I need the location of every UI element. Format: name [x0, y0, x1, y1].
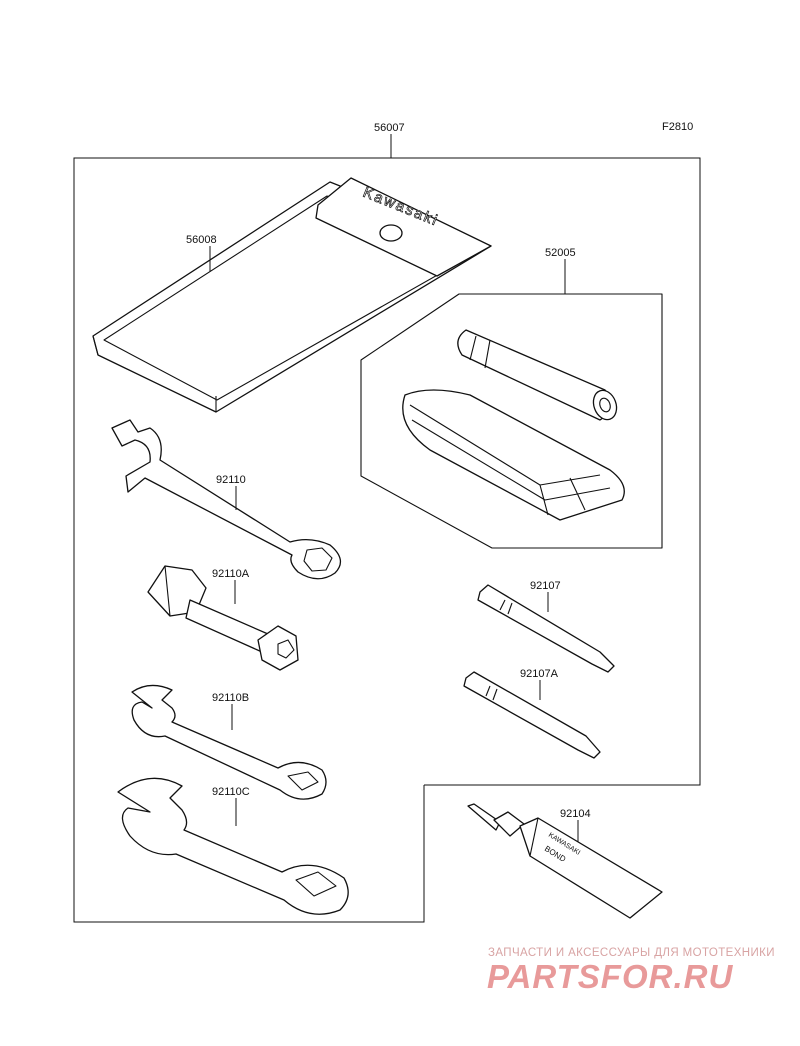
bond-tube-drawing: KAWASAKI BOND	[467, 803, 663, 919]
part-number-92104[interactable]: 92104	[560, 808, 591, 820]
screwdriver-92107a-drawing	[463, 671, 601, 759]
grease-tube-drawing	[457, 329, 618, 421]
part-number-92110[interactable]: 92110	[216, 474, 246, 486]
figure-code: F2810	[662, 121, 693, 133]
part-number-92107[interactable]: 92107	[530, 580, 561, 592]
part-number-52005[interactable]: 52005	[545, 247, 576, 259]
tool-case-drawing: Kawasaki	[92, 177, 492, 413]
part-number-56008[interactable]: 56008	[186, 234, 217, 246]
part-number-56007[interactable]: 56007	[374, 122, 405, 134]
watermark-logo: PARTSFOR.RU	[487, 958, 734, 995]
part-number-92110b[interactable]: 92110B	[212, 692, 249, 704]
part-number-92110c[interactable]: 92110C	[212, 786, 250, 798]
part-number-92110a[interactable]: 92110A	[212, 568, 250, 580]
spanner-92110-drawing	[111, 419, 342, 580]
spanner-92110b-drawing	[131, 684, 327, 800]
box-wrench-92110a-drawing	[147, 565, 299, 671]
tool-pouch-drawing	[402, 389, 625, 521]
part-number-92107a[interactable]: 92107A	[520, 668, 559, 680]
watermark-tagline: ЗАПЧАСТИ И АКСЕССУАРЫ ДЛЯ МОТОТЕХНИКИ	[488, 947, 775, 959]
screwdriver-92107-drawing	[477, 584, 615, 673]
spanner-92110c-drawing	[117, 777, 349, 915]
bag-box	[360, 259, 663, 549]
tool-kit-frame	[73, 134, 701, 923]
